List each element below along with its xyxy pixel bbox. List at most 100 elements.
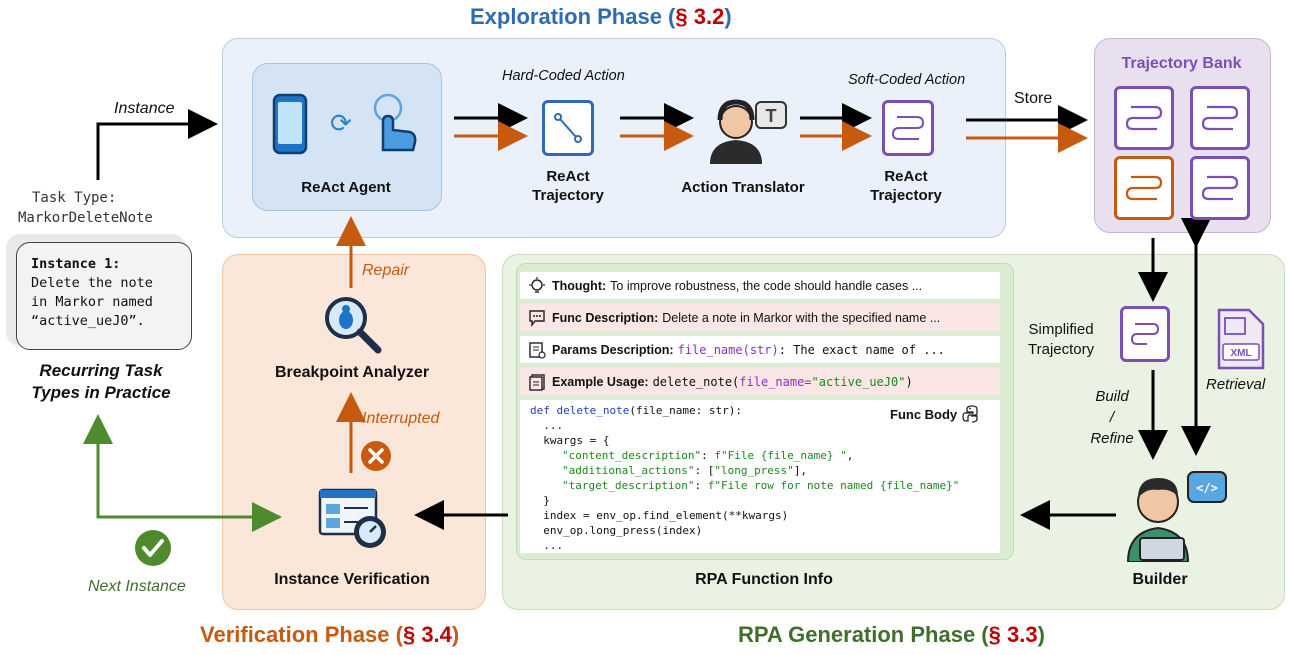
soft-trajectory-icon <box>882 100 934 156</box>
code-l5d: ], <box>793 464 808 477</box>
react-agent-label: ReAct Agent <box>301 179 391 196</box>
code-l5b: : [ <box>694 464 715 477</box>
build-l1: Build <box>1095 388 1129 405</box>
params-text: : The exact name of ... <box>778 342 945 357</box>
react-trajectory-1: ReAct Trajectory <box>528 167 608 205</box>
bank-trajectory-icon <box>1190 156 1250 220</box>
rpa-phase-title: RPA Generation Phase (§ 3.3) <box>738 622 1045 647</box>
task-type-line1: Task Type: <box>32 190 117 206</box>
code-fn: delete_note <box>556 404 630 417</box>
code-sig: (file_name: str): <box>629 404 742 417</box>
code-l6a: "target_description" <box>562 479 695 492</box>
error-x-icon <box>361 441 391 471</box>
svg-text:T: T <box>766 106 777 126</box>
code-line-9: env_op.long_press(index) <box>530 524 703 537</box>
check-icon <box>135 530 171 566</box>
react-trajectory-2-l1: ReAct <box>884 168 928 185</box>
build-refine-label: Build / Refine <box>1082 386 1142 449</box>
code-l4c: f"File {file_name} " <box>714 449 847 462</box>
code-l6b: : <box>694 479 708 492</box>
instance-card-line1: Delete the note <box>31 275 153 291</box>
verification-phase-title: Verification Phase (§ 3.4) <box>200 622 460 647</box>
code-l5c: "long_press" <box>714 464 794 477</box>
code-def: def <box>530 404 550 417</box>
code-l6c: f"File row for note named {file_name}" <box>707 479 960 492</box>
params-icon <box>529 341 546 359</box>
hard-coded-label: Hard-Coded Action <box>502 68 625 84</box>
bank-trajectory-icon <box>1114 156 1174 220</box>
instance-card: Instance 1: Delete the note in Markor na… <box>16 242 192 350</box>
thought-text: To improve robustness, the code should h… <box>610 278 923 293</box>
instance-card-title: Instance 1: <box>31 256 121 272</box>
usage-label: Example Usage: <box>552 374 649 389</box>
recurring-caption-line1: Recurring Task <box>39 361 163 380</box>
code-line-6: "target_description": f"File row for not… <box>562 478 959 493</box>
params-var: file_name(str) <box>677 342 779 357</box>
code-line-7: } <box>530 494 550 507</box>
code-block <box>520 400 1000 553</box>
recurring-caption: Recurring Task Types in Practice <box>6 360 196 404</box>
refresh-icon: ⟳ <box>330 108 352 138</box>
code-line-2: ... <box>530 419 564 432</box>
trajectory-bank-title: Trajectory Bank <box>1121 55 1242 72</box>
code-line-4: "content_description": f"File {file_name… <box>562 448 853 463</box>
usage-text2: ) <box>905 374 913 389</box>
simplified-trajectory-icon <box>1120 306 1170 362</box>
builder-person-icon: </> <box>1126 471 1227 562</box>
retrieval-label: Retrieval <box>1206 376 1266 393</box>
builder-label: Builder <box>1132 571 1188 588</box>
func-description-row: Func Description: Delete a note in Marko… <box>520 304 1000 331</box>
python-icon <box>962 405 978 423</box>
phone-icon <box>272 93 308 155</box>
react-trajectory-1-l1: ReAct <box>546 168 590 185</box>
code-l4b: : <box>701 449 715 462</box>
usage-text1: delete_note( <box>652 374 740 389</box>
code-line-5: "additional_actions": ["long_press"], <box>562 463 807 478</box>
pointer-hand-icon <box>373 93 417 152</box>
recurring-caption-line2: Types in Practice <box>31 383 171 402</box>
bank-trajectory-icon <box>1114 86 1174 150</box>
react-trajectory-1-l2: Trajectory <box>532 187 604 204</box>
magnifier-bug-icon <box>325 297 382 354</box>
translator-person-icon: T <box>710 99 787 164</box>
simplified-l2: Trajectory <box>1028 341 1095 358</box>
instance-card-line2: in Markor named <box>31 294 153 310</box>
params-description-row: Params Description: file_name(str): The … <box>520 336 1000 363</box>
build-l2: / <box>1109 409 1115 426</box>
exploration-phase-title: Exploration Phase (§ 3.2) <box>470 4 732 29</box>
instance-verification-label: Instance Verification <box>274 571 430 588</box>
task-type-label: Task Type: MarkorDeleteNote <box>18 188 153 228</box>
func-body-text: Func Body <box>890 406 958 422</box>
react-trajectory-2-l2: Trajectory <box>870 187 942 204</box>
func-desc-text: Delete a note in Markor with the specifi… <box>662 310 941 325</box>
code-line-8: index = env_op.find_element(**kwargs) <box>530 509 789 522</box>
usage-icon <box>529 373 545 391</box>
func-desc-label: Func Description: <box>552 310 659 325</box>
usage-str: "active_ueJ0" <box>811 374 906 389</box>
code-line-3: kwargs = { <box>530 434 610 447</box>
code-line-10: ... <box>530 539 564 552</box>
code-l5a: "additional_actions" <box>562 464 695 477</box>
instance-label: Instance <box>114 100 175 117</box>
action-translator-label: Action Translator <box>681 179 805 196</box>
code-l4d: , <box>846 449 854 462</box>
simplified-trajectory-label: Simplified Trajectory <box>1028 320 1094 360</box>
react-trajectory-2: ReAct Trajectory <box>866 167 946 205</box>
interrupted-label: Interrupted <box>362 410 440 427</box>
verification-monitor-icon <box>318 488 386 548</box>
func-body-label: Func Body <box>890 404 982 424</box>
next-instance-label: Next Instance <box>88 578 186 595</box>
trajectory-line-icon <box>542 100 594 156</box>
rpa-function-info-caption: RPA Function Info <box>695 571 833 588</box>
simplified-l1: Simplified <box>1028 321 1094 338</box>
chat-icon <box>529 309 545 327</box>
svg-text:</>: </> <box>1196 481 1218 495</box>
thought-row: Thought: To improve robustness, the code… <box>520 272 1000 299</box>
repair-label: Repair <box>362 262 410 279</box>
xml-file-icon: XML <box>1217 308 1265 370</box>
soft-coded-label: Soft-Coded Action <box>848 72 966 88</box>
xml-label: XML <box>1230 348 1251 359</box>
store-label: Store <box>1014 90 1053 107</box>
bank-trajectory-icon <box>1190 86 1250 150</box>
